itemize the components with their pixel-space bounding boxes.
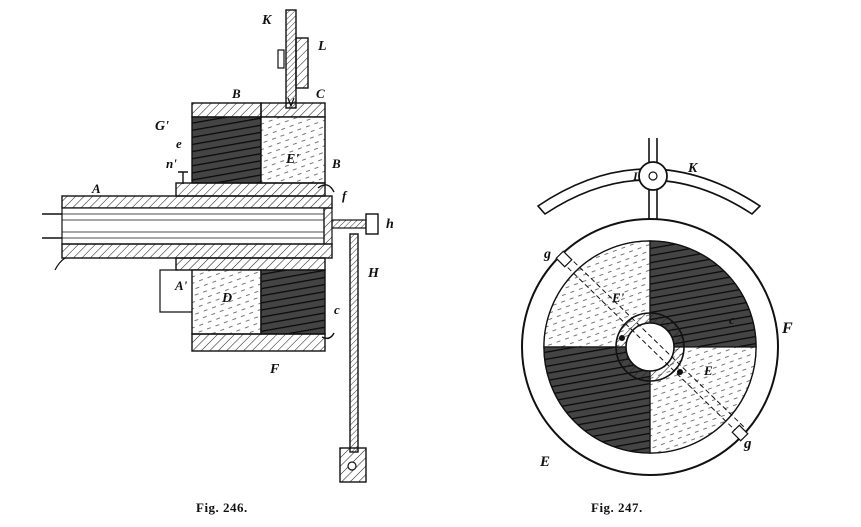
hook-c [321, 332, 335, 340]
figure-247: K L g E' c F E g E [521, 138, 793, 476]
label-n1: n' [166, 156, 177, 171]
label-K-246: K [261, 13, 273, 28]
block-lower-dark [260, 269, 326, 335]
block-upper-light [260, 116, 326, 184]
label-F-247: F [781, 320, 793, 337]
label-B-top: B [231, 86, 241, 101]
screw-h [331, 213, 379, 235]
figure-246: K L B C G' e E' n' B A f h H A' D c F [42, 9, 394, 483]
dashed-rod-a [561, 261, 741, 436]
label-H: H [367, 266, 380, 281]
label-E-247: E [703, 363, 713, 378]
quadrant-top-left-light [543, 240, 651, 348]
label-L-246: L [317, 39, 327, 54]
label-C-top: C [316, 86, 325, 101]
quadrant-top-right-dark [649, 240, 757, 348]
block-upper-dark [191, 102, 262, 118]
block-lower-light [191, 269, 262, 335]
pin-e1 [619, 335, 625, 341]
label-K-247: K [687, 161, 699, 176]
label-F-246: F [269, 362, 280, 377]
block-upper-light-top [260, 102, 326, 118]
wire-A1 [159, 269, 192, 313]
caption-fig-246: Fig. 246. [196, 500, 248, 515]
label-g-bottom: g [743, 436, 752, 452]
block-lower-base [191, 333, 326, 352]
clip-bottom [731, 424, 749, 442]
caption-fig-247: Fig. 247. [591, 500, 643, 515]
label-h: h [386, 217, 394, 232]
label-E1-247: E' [611, 290, 625, 305]
label-E1-246: E' [285, 152, 299, 167]
label-E-low: E [539, 454, 550, 470]
adjusting-rod [277, 9, 309, 109]
arc-bar-K [536, 138, 762, 228]
pin-e [677, 369, 683, 375]
quadrant-bottom-right-light [649, 346, 757, 454]
arm-H [339, 233, 367, 483]
quadrant-bottom-left-dark [543, 346, 651, 454]
label-A1: A' [174, 278, 188, 293]
block-upper-dark-core [191, 116, 262, 184]
dashed-rod-b [567, 255, 747, 430]
label-g-top: g [543, 247, 551, 262]
shaft-A [42, 195, 333, 271]
hook-f [317, 184, 335, 193]
label-A: A [91, 181, 101, 196]
pin-n1 [178, 171, 188, 184]
collar-lower [175, 257, 326, 271]
clip-top [555, 250, 573, 268]
label-B-mid: B [331, 156, 341, 171]
label-G1: G' [155, 119, 169, 134]
label-e: e [176, 136, 182, 151]
collar-upper [175, 182, 326, 197]
label-c-246: c [334, 302, 340, 317]
label-L-247: L [632, 169, 640, 183]
label-c-247: c [729, 312, 735, 327]
label-f: f [342, 188, 348, 203]
label-D: D [221, 291, 232, 306]
